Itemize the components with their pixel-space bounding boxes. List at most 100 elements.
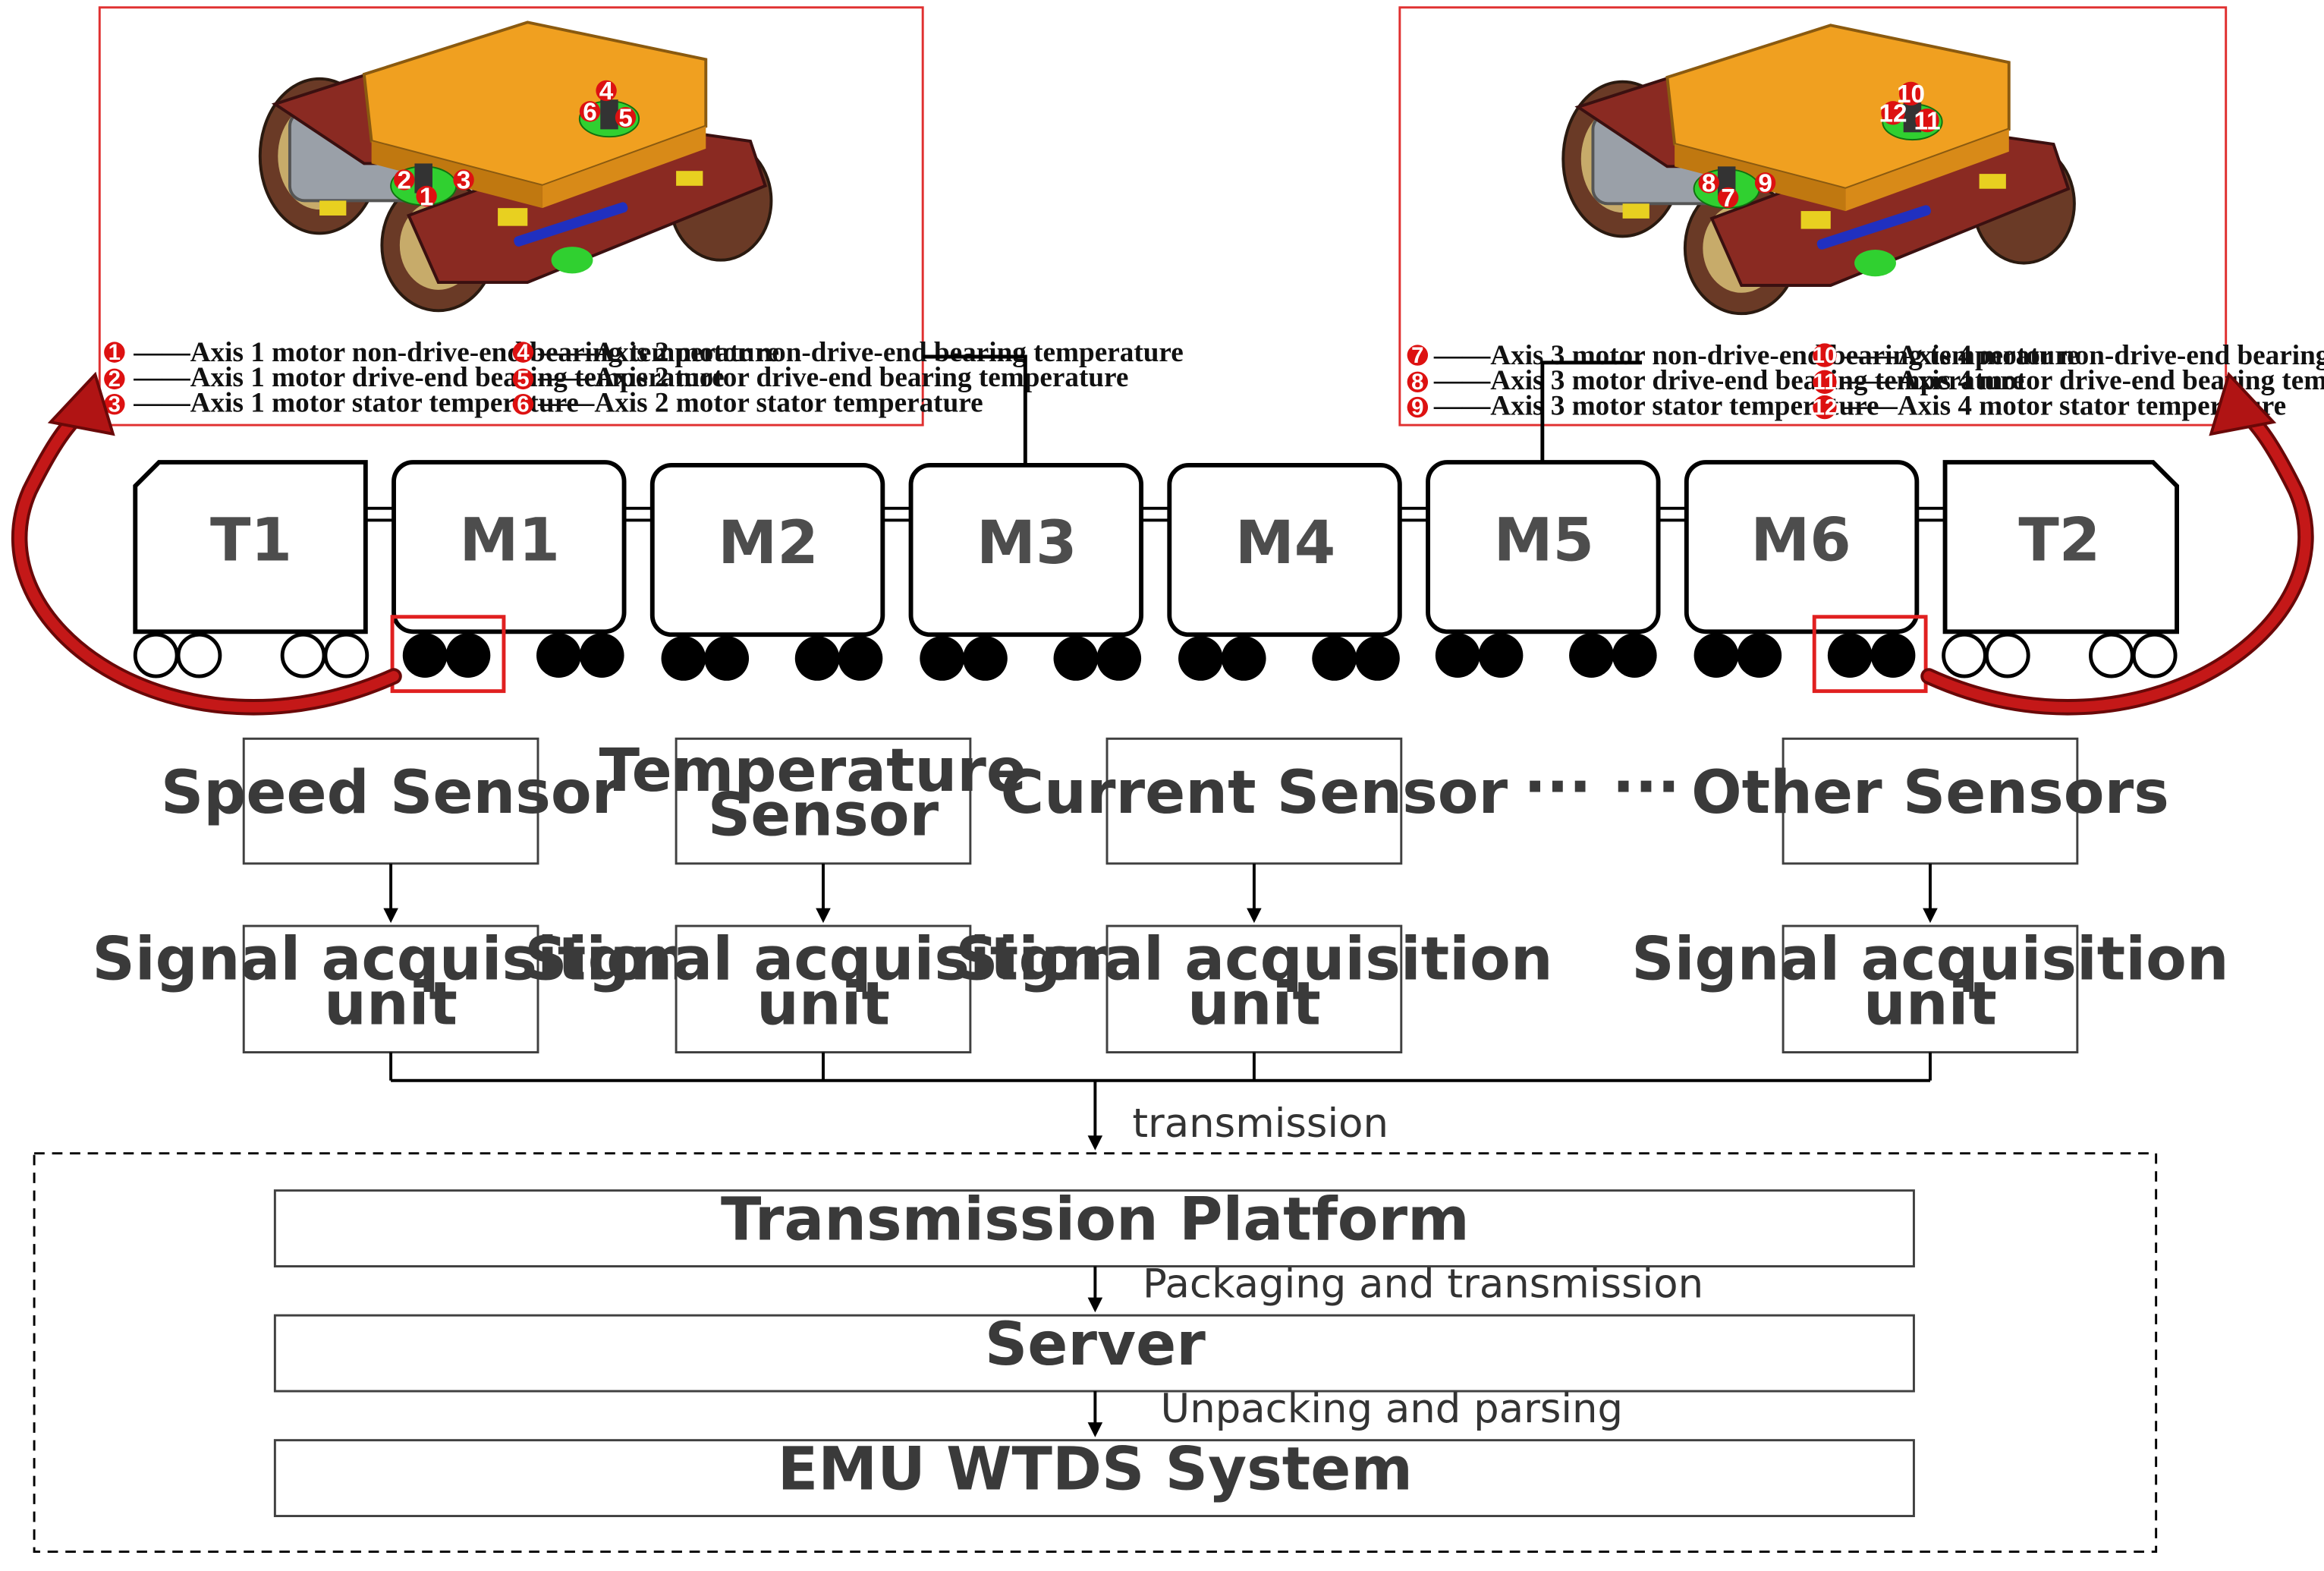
legend-label: ——Axis 1 motor stator temperature	[133, 387, 579, 418]
legend-num: 6	[517, 392, 529, 417]
server-label: Server	[985, 1310, 1206, 1379]
car-label: M4	[1235, 508, 1335, 578]
wheel-set-filled	[1435, 633, 1657, 678]
wheel-set-filled	[402, 633, 624, 678]
platform-container	[33, 1152, 2158, 1554]
legend-item: 3 ——Axis 1 motor stator temperature	[104, 387, 579, 418]
legend-num: 11	[1813, 370, 1836, 395]
legend-item: 2 ——Axis 1 motor drive-end bearing tempe…	[104, 362, 725, 393]
packaging-label: Packaging and transmission	[1143, 1261, 1703, 1308]
emu-system-box: EMU WTDS System	[273, 1434, 1915, 1518]
legend-label: ——Axis 2 motor non-drive-end bearing tem…	[537, 337, 1184, 368]
unpacking-label: Unpacking and parsing	[1161, 1386, 1624, 1432]
legend-right: 7 ——Axis 3 motor non-drive-end bearing t…	[1407, 340, 2324, 421]
legend-label: ——Axis 3 motor drive-end bearing tempera…	[1433, 365, 2024, 396]
car-m5: M5	[1426, 460, 1661, 678]
car-label: M6	[1750, 505, 1851, 575]
car-m4: M4	[1167, 463, 1402, 681]
marker-12: 12	[1879, 100, 1907, 128]
legend-label: ——Axis 1 motor non-drive-end bearing tem…	[133, 337, 779, 368]
marker-group-left: 2 1 3 4 6 5	[394, 77, 637, 211]
marker-6: 6	[583, 99, 597, 127]
marker-2: 2	[397, 167, 411, 195]
wheel-set-hollow	[1942, 632, 2178, 678]
car-label: M1	[460, 505, 560, 575]
legend-num: 5	[517, 367, 529, 392]
legend-item: 1 ——Axis 1 motor non-drive-end bearing t…	[104, 337, 779, 368]
marker-7: 7	[1721, 184, 1735, 213]
sensor-label: Current Sensor	[1001, 758, 1508, 827]
car-m2: M2	[649, 463, 885, 681]
car-label: T2	[2018, 505, 2100, 575]
legend-item: 6 ——Axis 2 motor stator temperature	[512, 387, 983, 418]
legend-label: ——Axis 3 motor stator temperature	[1433, 390, 1879, 421]
panel-left-connector	[923, 354, 1027, 464]
sensor-label: Speed Sensor	[161, 758, 621, 827]
legend-num: 2	[108, 367, 121, 392]
sensor-other: Other Sensors	[1691, 737, 2169, 865]
marker-10: 10	[1897, 80, 1925, 109]
legend-num: 3	[108, 392, 121, 417]
acquisition-bus	[389, 1052, 1932, 1151]
legend-item: 8 ——Axis 3 motor drive-end bearing tempe…	[1407, 365, 2024, 396]
marker-11: 11	[1914, 107, 1940, 135]
legend-num: 4	[517, 340, 530, 365]
transmission-platform-box: Transmission Platform	[273, 1185, 1915, 1268]
highlight-bogie-m1	[390, 615, 506, 694]
red-curved-arrows	[11, 371, 2314, 716]
wheel-set-filled	[1178, 636, 1400, 681]
car-m3: M3	[908, 463, 1144, 681]
marker-9: 9	[1758, 170, 1772, 198]
panel-right-connector	[1540, 360, 1643, 464]
legend-num: 9	[1411, 395, 1423, 420]
legend-num: 7	[1411, 343, 1423, 368]
wheel-set-hollow	[133, 632, 370, 678]
emu-system-label: EMU WTDS System	[778, 1434, 1413, 1503]
legend-item: 9 ——Axis 3 motor stator temperature	[1407, 390, 1879, 421]
sensor-label: Temperature Sensor	[599, 736, 1048, 850]
wheel-set-filled	[1693, 633, 1916, 678]
legend-item: 7 ——Axis 3 motor non-drive-end bearing t…	[1407, 340, 2080, 371]
legend-label: ——Axis 4 motor stator temperature	[1840, 390, 2286, 421]
legend-item: 12 ——Axis 4 motor stator temperature	[1813, 390, 2287, 421]
sensor-current: Current Sensor	[1001, 737, 1508, 865]
legend-item: 4 ——Axis 2 motor non-drive-end bearing t…	[512, 337, 1184, 368]
marker-5: 5	[618, 104, 633, 132]
wheel-set-filled	[661, 636, 883, 681]
legend-num: 10	[1813, 343, 1838, 368]
car-t1: T1	[133, 460, 370, 678]
legend-label: ——Axis 2 motor drive-end bearing tempera…	[537, 362, 1128, 393]
sensor-label: Other Sensors	[1691, 758, 2169, 827]
car-label: M2	[718, 508, 818, 578]
highlight-bogie-m6	[1812, 615, 1928, 694]
marker-4: 4	[599, 77, 614, 105]
sensor-temperature: Temperature Sensor	[599, 736, 1048, 865]
legend-label: ——Axis 1 motor drive-end bearing tempera…	[133, 362, 724, 393]
legend-num: 8	[1411, 370, 1423, 395]
bogie-illustration-right: 8 7 9 10 12 11	[1561, 24, 2076, 316]
transmission-label: transmission	[1132, 1100, 1388, 1147]
legend-item: 5 ——Axis 2 motor drive-end bearing tempe…	[512, 362, 1128, 393]
car-label: T1	[210, 505, 292, 575]
legend-left: 1 ——Axis 1 motor non-drive-end bearing t…	[104, 337, 1184, 418]
legend-label: ——Axis 2 motor stator temperature	[537, 387, 983, 418]
marker-group-right: 8 7 9 10 12 11	[1698, 80, 1941, 213]
legend-num: 1	[108, 340, 121, 365]
sensor-to-unit-arrows	[383, 863, 1938, 924]
marker-8: 8	[1702, 170, 1716, 198]
car-label: M3	[976, 508, 1077, 578]
train: T1 M1 M2 M3	[133, 460, 2180, 694]
transmission-platform-label: Transmission Platform	[721, 1185, 1470, 1254]
wheel-set-filled	[920, 636, 1142, 681]
marker-1: 1	[420, 183, 434, 211]
marker-3: 3	[457, 167, 471, 195]
sensor-label-line1: Temperature	[599, 736, 1027, 805]
